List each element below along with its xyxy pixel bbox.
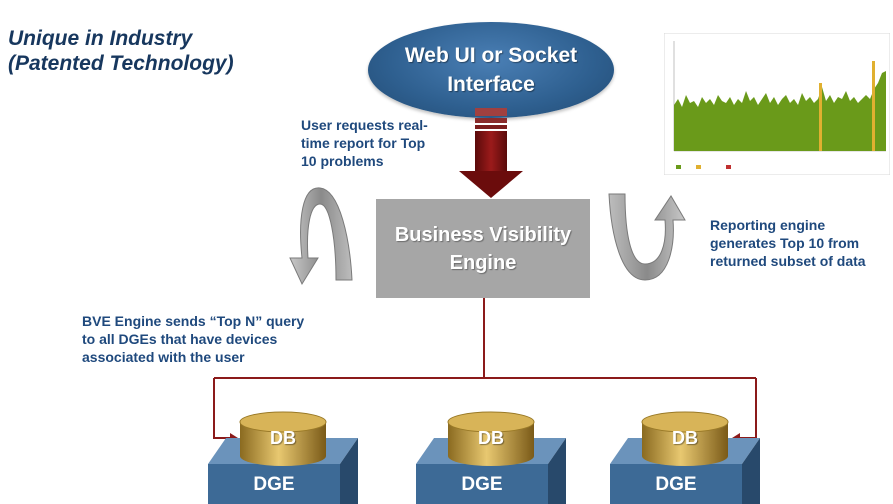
interface-line2: Interface xyxy=(447,73,535,96)
dge-label: DGE xyxy=(655,474,697,495)
clockwise-loop-arrow-icon xyxy=(608,193,686,281)
db-label: DB xyxy=(270,428,296,448)
interface-line1: Web UI or Socket xyxy=(404,44,578,67)
query-line3: associated with the user xyxy=(82,349,245,365)
engine-line2: Engine xyxy=(449,251,517,274)
dge-node-1: DB DGE xyxy=(208,408,358,504)
database-cylinder-icon xyxy=(447,411,535,466)
down-arrow-icon xyxy=(459,108,523,198)
user-request-note: User requests real- time report for Top … xyxy=(301,116,428,170)
database-cylinder-icon xyxy=(641,411,729,466)
reporting-line1: Reporting engine xyxy=(710,217,826,233)
dge-label: DGE xyxy=(461,474,503,495)
dge-label: DGE xyxy=(253,474,295,495)
query-line2: to all DGEs that have devices xyxy=(82,331,278,347)
query-line1: BVE Engine sends “Top N” query xyxy=(82,313,305,329)
user-request-line2: time report for Top xyxy=(301,135,426,151)
reporting-line2: generates Top 10 from xyxy=(710,235,860,251)
tagline: Unique in Industry (Patented Technology) xyxy=(8,26,234,76)
user-request-line3: 10 problems xyxy=(301,153,384,169)
report-chart-thumbnail xyxy=(664,33,890,175)
tagline-line1: Unique in Industry xyxy=(8,27,193,50)
dge-node-2: DB DGE xyxy=(416,408,566,504)
reporting-note: Reporting engine generates Top 10 from r… xyxy=(710,216,866,270)
tagline-line2: (Patented Technology) xyxy=(8,52,234,75)
db-label: DB xyxy=(478,428,504,448)
counterclockwise-loop-arrow-icon xyxy=(289,187,353,286)
dge-node-3: DB DGE xyxy=(610,408,760,504)
engine-line1: Business Visibility xyxy=(394,223,572,246)
reporting-line3: returned subset of data xyxy=(710,253,866,269)
db-label: DB xyxy=(672,428,698,448)
database-cylinder-icon xyxy=(239,411,327,466)
user-request-line1: User requests real- xyxy=(301,117,428,133)
query-note: BVE Engine sends “Top N” query to all DG… xyxy=(82,312,304,366)
